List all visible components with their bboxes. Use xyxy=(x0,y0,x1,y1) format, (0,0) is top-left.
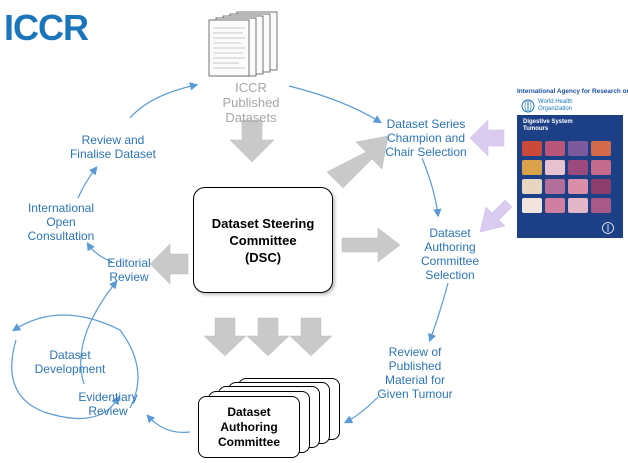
gray-arrow-up-right-series xyxy=(326,135,389,189)
gray-arrow-right-authoring xyxy=(341,227,401,263)
series-line-1: Dataset Series xyxy=(386,117,466,131)
dsc-line-2: Committee xyxy=(229,232,297,248)
histology-image xyxy=(545,160,565,175)
gray-arrow-down-dsc-2 xyxy=(246,317,290,357)
review-material-line-2: Published xyxy=(388,359,442,373)
histology-image xyxy=(522,198,542,213)
gray-arrow-down-dsc-3 xyxy=(289,317,333,357)
authoring-sel-line-2: Authoring xyxy=(424,240,476,254)
histology-image xyxy=(568,179,588,194)
histology-image xyxy=(545,179,565,194)
arrow-dac-to-evidentiary xyxy=(146,414,191,434)
histology-image xyxy=(522,160,542,175)
histology-image xyxy=(522,141,542,156)
review-material-line-3: Material for xyxy=(384,373,446,387)
development-line-2: Development xyxy=(34,362,106,376)
node-series-selection: Dataset Series Champion and Chair Select… xyxy=(378,117,474,159)
review-material-line-1: Review of xyxy=(388,345,442,359)
arrow-evidentiary-to-editorial xyxy=(80,280,118,385)
histology-image xyxy=(568,198,588,213)
editorial-line-1: Editorial xyxy=(107,256,151,270)
arrow-finalise-to-published xyxy=(129,82,199,119)
documents-stack-icon xyxy=(208,11,278,77)
gray-arrow-left-editorial xyxy=(149,243,189,285)
arrow-editorial-to-consultation xyxy=(86,241,113,263)
iccr-logo: ICCR xyxy=(4,7,89,48)
node-open-consultation: International Open Consultation xyxy=(18,201,104,243)
authoring-sel-line-4: Selection xyxy=(425,268,475,282)
cover-title: Digestive System Tumours xyxy=(523,119,573,133)
who-org-line-2: Organization xyxy=(538,106,573,112)
histology-image xyxy=(591,141,611,156)
authoring-sel-line-3: Committee xyxy=(420,254,479,268)
dsc-line-1: Dataset Steering xyxy=(211,215,315,231)
published-line-3: Datasets xyxy=(225,110,277,125)
dac-line-2: Authoring xyxy=(220,419,278,434)
histology-image xyxy=(591,198,611,213)
gray-arrow-down-published xyxy=(229,119,275,163)
who-org-line-1: World Health xyxy=(538,99,573,105)
histology-image xyxy=(545,198,565,213)
cover-title-line-1: Digestive System xyxy=(523,119,573,125)
gray-arrow-down-dsc-1 xyxy=(203,317,247,357)
evidentiary-line-1: Evidentiary xyxy=(78,390,138,404)
published-line-1: ICCR xyxy=(235,80,267,95)
dsc-line-3: (DSC) xyxy=(244,249,282,265)
arrow-authoring-to-review xyxy=(428,282,449,343)
arrow-loop-to-development xyxy=(11,314,139,409)
node-review-material: Review of Published Material for Given T… xyxy=(372,345,458,401)
lilac-arrow-to-authoring xyxy=(479,199,513,233)
who-book-cover: International Agency for Research on Can… xyxy=(517,88,628,238)
consultation-line-1: International xyxy=(27,201,95,215)
arrow-consultation-to-finalise xyxy=(77,166,98,199)
node-published-datasets: ICCR Published Datasets xyxy=(216,80,286,125)
arrow-review-to-dac xyxy=(343,396,379,424)
arrow-development-to-evidentiary xyxy=(11,339,120,419)
finalise-line-2: Finalise Dataset xyxy=(69,147,157,161)
review-material-line-4: Given Tumour xyxy=(377,387,453,401)
iarc-header: International Agency for Research on Can… xyxy=(517,88,628,95)
histology-image xyxy=(591,160,611,175)
node-dataset-development: Dataset Development xyxy=(30,348,110,376)
arrow-published-to-series xyxy=(288,85,383,124)
consultation-line-2: Open xyxy=(46,215,76,229)
histology-image xyxy=(545,141,565,156)
dac-box: Dataset Authoring Committee xyxy=(198,396,300,458)
dac-line-1: Dataset xyxy=(227,404,271,419)
node-review-finalise: Review and Finalise Dataset xyxy=(58,133,168,161)
histology-image xyxy=(568,141,588,156)
dac-line-3: Committee xyxy=(217,434,280,449)
series-line-3: Chair Selection xyxy=(385,145,467,159)
node-editorial-review: Editorial Review xyxy=(100,256,158,284)
evidentiary-line-2: Review xyxy=(88,404,128,418)
finalise-line-1: Review and xyxy=(81,133,145,147)
node-authoring-selection: Dataset Authoring Committee Selection xyxy=(410,226,490,282)
node-evidentiary-review: Evidentiary Review xyxy=(68,390,148,418)
consultation-line-3: Consultation xyxy=(27,229,95,243)
lilac-arrow-to-series xyxy=(469,119,505,157)
cover-title-line-2: Tumours xyxy=(523,126,549,132)
who-emblem-icon xyxy=(521,99,535,113)
histology-image xyxy=(568,160,588,175)
published-line-2: Published xyxy=(222,95,280,110)
histology-image xyxy=(591,179,611,194)
arrow-series-to-authoring xyxy=(421,157,442,218)
editorial-line-2: Review xyxy=(109,270,149,284)
who-seal-icon xyxy=(602,222,614,234)
development-line-1: Dataset xyxy=(49,348,91,362)
series-line-2: Champion and xyxy=(386,131,466,145)
authoring-sel-line-1: Dataset xyxy=(429,226,471,240)
histology-image xyxy=(522,179,542,194)
dsc-box: Dataset Steering Committee (DSC) xyxy=(193,187,333,293)
book-cover-panel: Digestive System Tumours xyxy=(517,115,623,238)
iccr-logo-text: ICCR xyxy=(4,7,89,48)
who-org-row: World Health Organization xyxy=(521,99,573,113)
